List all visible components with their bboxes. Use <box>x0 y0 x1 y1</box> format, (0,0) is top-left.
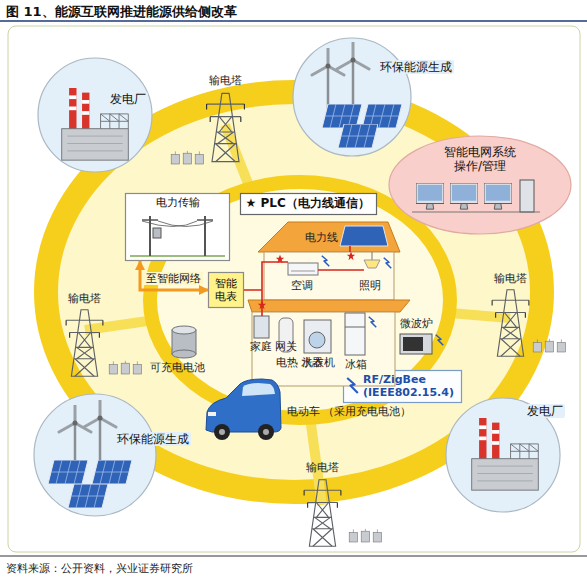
battery-icon <box>172 326 196 358</box>
appliance-label: 洗衣机 <box>302 356 335 369</box>
node-shape <box>293 38 411 156</box>
plc-box: ★ PLC（电力线通信） <box>240 193 377 215</box>
appliance-label: 家庭 网关 <box>250 340 275 353</box>
smart-meter-box: 智能 电表 <box>208 272 244 308</box>
node-shape <box>38 58 152 172</box>
figure-title: 图 11、能源互联网推进能源供给侧改革 <box>6 3 237 21</box>
rf-zigbee-box: RF/ZigBee (IEEE802.15.4) <box>343 370 462 403</box>
tower-label: 输电塔 <box>209 74 242 87</box>
tower-label: 输电塔 <box>494 272 527 285</box>
double-arrow <box>140 261 208 290</box>
box-label: 智能 电表 <box>214 277 239 303</box>
node-label: 发电厂 <box>525 404 565 418</box>
node-label: 环保能源生成 <box>115 432 191 446</box>
node-label: 智能电网系统 操作/管理 <box>443 145 518 174</box>
node-outline <box>292 37 412 157</box>
node-shape <box>126 194 230 261</box>
frame <box>8 26 580 552</box>
node-label: 环保能源生成 <box>378 60 454 74</box>
green-energy-circle: 环保能源生成 <box>292 37 412 157</box>
tower-label: 输电塔 <box>306 461 339 474</box>
node-outline <box>33 393 157 517</box>
appliance-label: 电热 水器 <box>276 356 301 369</box>
power-plant-circle: 发电厂 <box>445 397 561 513</box>
battery-label: 可充电电池 <box>150 361 205 374</box>
car-label: 电动车 （采用充电电池） <box>287 405 378 418</box>
smart-grid-ellipse: 智能电网系统 操作/管理 <box>388 135 572 235</box>
house-picture <box>244 222 443 386</box>
tower-label: 输电塔 <box>68 292 101 305</box>
node-shape <box>344 371 462 403</box>
box-label: RF/ZigBee (IEEE802.15.4) <box>363 373 457 399</box>
node-shape <box>209 273 244 308</box>
box-heading: 电力传输 <box>156 196 200 209</box>
electric-car-picture <box>206 379 281 440</box>
node-shape <box>34 394 156 516</box>
title-rule <box>0 20 587 22</box>
power-plant-circle: 发电厂 <box>37 57 153 173</box>
appliance-label: 空调 <box>291 279 313 292</box>
node-label: 发电厂 <box>108 92 148 106</box>
wire-label: 电力线 <box>305 231 338 244</box>
edge-label: 至智能网络 <box>144 272 203 285</box>
node-shape <box>240 194 376 215</box>
green-energy-circle: 环保能源生成 <box>33 393 157 517</box>
appliance-label: 照明 <box>359 279 381 292</box>
node-shape <box>389 136 571 234</box>
appliance-label: 冰箱 <box>345 358 367 371</box>
source-caption: 资料来源：公开资料，兴业证券研究所 <box>6 561 193 576</box>
appliance-label: 微波炉 <box>400 317 433 330</box>
caption-rule <box>0 556 587 557</box>
box-label: ★ PLC（电力线通信） <box>246 196 370 210</box>
node-outline <box>37 57 153 173</box>
transmission-box: 电力传输 <box>125 193 230 261</box>
